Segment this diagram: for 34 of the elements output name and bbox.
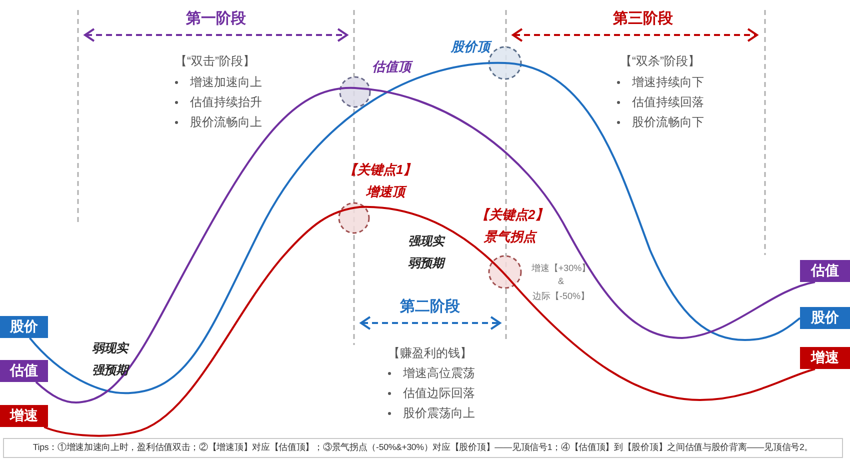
point-label: 【关键点2】: [476, 206, 548, 224]
annotation: 弱现实强预期: [92, 340, 130, 379]
list-item: 股价震荡向上: [403, 405, 475, 422]
series-label: 增速: [800, 347, 850, 369]
point-label: 景气拐点: [484, 228, 536, 246]
tips-bar: Tips：①增速加速向上时，盈利估值双击；②【增速顶】对应【估值顶】；③景气拐点（-50%&+30%）对应【股价顶】——见顶信号1；④【估值顶】到【股价顶】之间估值与股价背离——见顶信号2。: [3, 438, 843, 458]
list-item: 增速加速向上: [190, 74, 262, 91]
series-label: 股价: [800, 307, 850, 329]
list-item: 增速高位震荡: [403, 365, 475, 382]
list-item: 股价流畅向上: [190, 114, 262, 131]
point-label: 股价顶: [451, 38, 490, 56]
series-label: 股价: [0, 316, 48, 338]
series-label: 估值: [800, 260, 850, 282]
list-heading: 【“双击”阶段】: [175, 53, 255, 70]
stage-title: 第一阶段: [186, 9, 246, 28]
series-label: 估值: [0, 360, 48, 382]
stage-title: 第二阶段: [400, 297, 460, 316]
series-label: 增速: [0, 405, 48, 427]
list-item: 估值持续抬升: [190, 94, 262, 111]
point-label: 估值顶: [372, 58, 411, 76]
list-item: 增速持续向下: [632, 74, 704, 91]
list-item: 估值边际回落: [403, 385, 475, 402]
annotation: 强现实弱预期: [408, 233, 446, 272]
list-heading: 【“双杀”阶段】: [620, 53, 700, 70]
annotation: 边际【-50%】: [532, 290, 590, 303]
point-label: 增速顶: [366, 183, 405, 201]
list-heading: 【赚盈利的钱】: [388, 345, 472, 362]
point-label: 【关键点1】: [344, 161, 416, 179]
list-item: 估值持续回落: [632, 94, 704, 111]
annotation: 增速【+30%】: [531, 262, 591, 275]
annotation: &: [558, 276, 564, 286]
list-item: 股价流畅向下: [632, 114, 704, 131]
stage-title: 第三阶段: [613, 9, 673, 28]
curve-line: [44, 206, 816, 437]
